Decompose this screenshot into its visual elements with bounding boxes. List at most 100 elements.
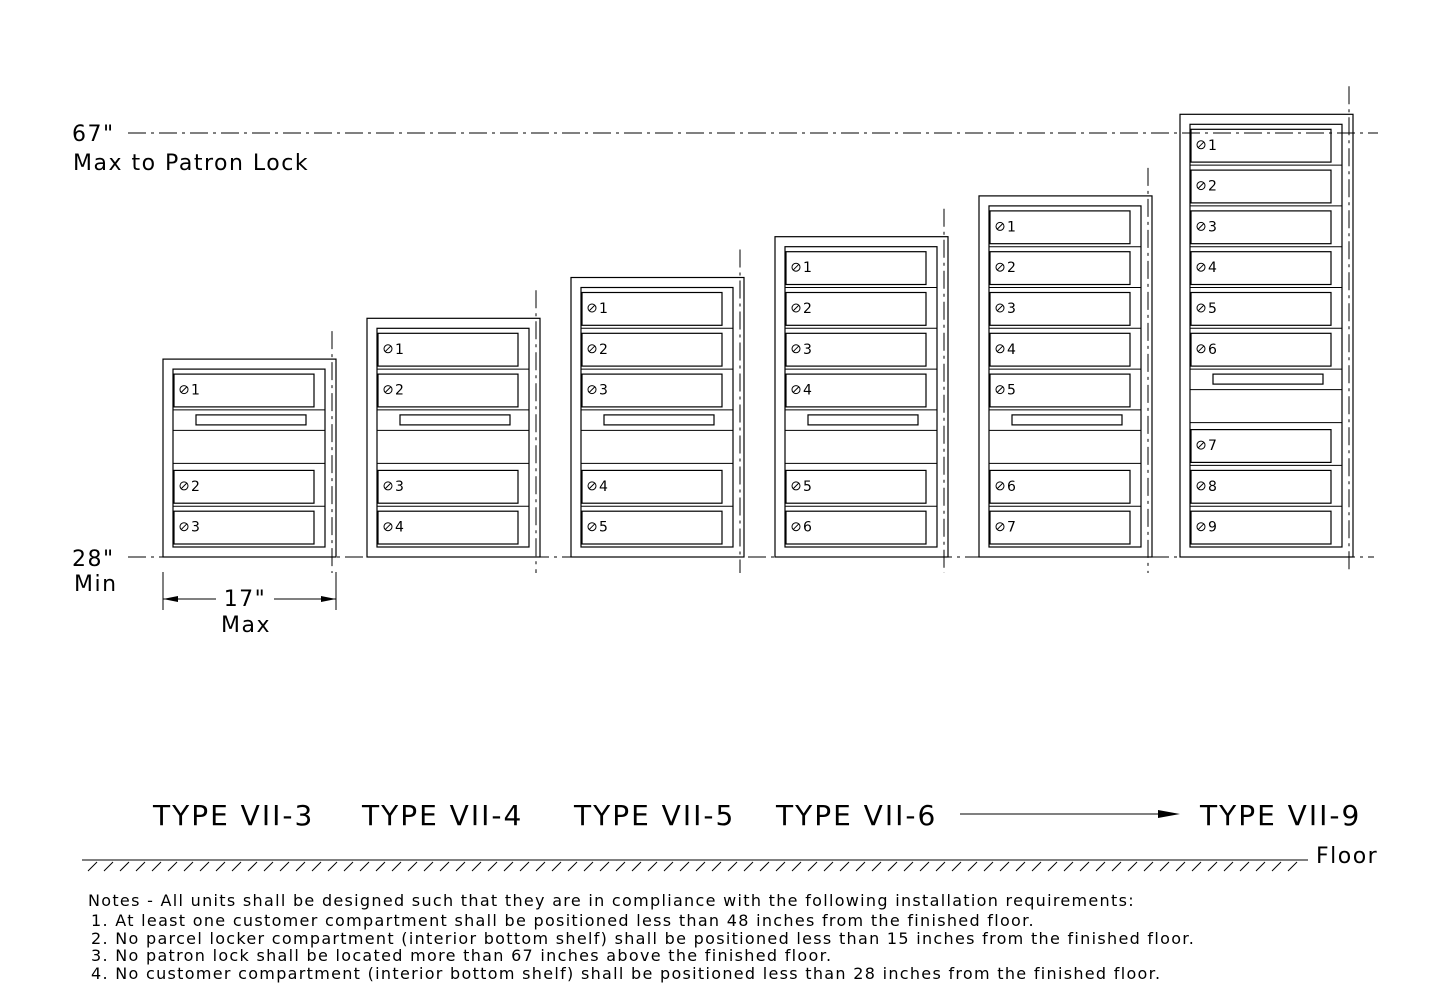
- unit-3-top-1-label: 1: [599, 301, 608, 317]
- unit-frame: [162, 358, 337, 558]
- unit-6-bottom-2-door: [1190, 469, 1332, 504]
- unit-4-bottom-2-label: 6: [803, 520, 812, 536]
- unit-3-bottom-1-lock-icon: [587, 481, 597, 491]
- unit-frame: [570, 276, 745, 558]
- unit-5-top-3-lock-icon: [995, 303, 1005, 313]
- unit-4-bottom-1-door: [785, 469, 927, 504]
- unit-4-top-1-lock-icon: [791, 262, 801, 272]
- unit-2-bottom-1-door: [377, 469, 519, 504]
- unit-4-bottom-2-door: [785, 510, 927, 545]
- unit-6-top-4-label: 4: [1208, 260, 1217, 276]
- max-level-label: Max to Patron Lock: [73, 151, 309, 176]
- unit-3-top-2-label: 2: [599, 342, 608, 358]
- unit-6-top-4-lock-icon: [1196, 262, 1206, 272]
- unit-5-top-1-door: [989, 210, 1131, 245]
- unit-4-top-4-label: 4: [803, 383, 812, 399]
- unit-6-top-5-door: [1190, 291, 1332, 326]
- unit-5-top-3-door: [989, 291, 1131, 326]
- type-label-vii-4: TYPE VII-4: [361, 799, 523, 832]
- unit-3-top-1-lock-icon: [587, 303, 597, 313]
- width-dimension: [162, 572, 337, 610]
- unit-1-top-1-door: [173, 373, 315, 408]
- unit-6-top-3-door: [1190, 210, 1332, 245]
- unit-4-bottom-1-label: 5: [803, 479, 812, 495]
- unit-6-top-4-door: [1190, 251, 1332, 286]
- unit-2-top-1-lock-icon: [383, 344, 393, 354]
- note-2: 2. No parcel locker compartment (interio…: [91, 929, 1195, 948]
- unit-6-top-6-door: [1190, 332, 1332, 367]
- mail-slot: [399, 414, 511, 426]
- unit-6-bottom-3-lock-icon: [1196, 522, 1206, 532]
- unit-4-top-2-door: [785, 291, 927, 326]
- unit-1-top-1-lock-icon: [179, 385, 189, 395]
- unit-5-top-2-label: 2: [1007, 260, 1016, 276]
- type-label-vii-6: TYPE VII-6: [775, 799, 937, 832]
- floor-hatch: [87, 861, 1298, 872]
- unit-5-top-2-lock-icon: [995, 262, 1005, 272]
- unit-3-bottom-1-label: 4: [599, 479, 608, 495]
- unit-6-bottom-1-label: 7: [1208, 438, 1217, 454]
- unit-5-bottom-2-label: 7: [1007, 520, 1016, 536]
- unit-1-bottom-2-label: 3: [191, 520, 200, 536]
- notes-header: Notes - All units shall be designed such…: [88, 891, 1135, 910]
- unit-2-top-1-door: [377, 332, 519, 367]
- unit-5-top-2-door: [989, 251, 1131, 286]
- unit-4-top-1-label: 1: [803, 260, 812, 276]
- unit-6-bottom-3-label: 9: [1208, 520, 1217, 536]
- unit-3-top-2-lock-icon: [587, 344, 597, 354]
- unit-6-top-3-label: 3: [1208, 219, 1217, 235]
- unit-5-top-4-lock-icon: [995, 344, 1005, 354]
- unit-6-top-5-lock-icon: [1196, 303, 1206, 313]
- note-1: 1. At least one customer compartment sha…: [91, 911, 1035, 930]
- unit-4-top-3-label: 3: [803, 342, 812, 358]
- unit-6-top-1-door: [1190, 128, 1332, 163]
- unit-6-top-2-label: 2: [1208, 179, 1217, 195]
- unit-4-top-4-door: [785, 373, 927, 408]
- unit-4-top-3-door: [785, 332, 927, 367]
- mail-slot: [1011, 414, 1123, 426]
- width-dimension-value: 17": [224, 587, 267, 612]
- unit-frame: [1179, 113, 1354, 558]
- unit-6-bottom-1-lock-icon: [1196, 440, 1206, 450]
- unit-5-top-4-label: 4: [1007, 342, 1016, 358]
- unit-2-bottom-2-label: 4: [395, 520, 404, 536]
- unit-3-top-3-label: 3: [599, 383, 608, 399]
- min-level-value: 28": [72, 547, 115, 572]
- unit-1-bottom-1-lock-icon: [179, 481, 189, 491]
- unit-1-bottom-2-lock-icon: [179, 522, 189, 532]
- unit-2-bottom-2-door: [377, 510, 519, 545]
- unit-5-top-5-door: [989, 373, 1131, 408]
- unit-frame: [366, 317, 541, 558]
- mail-slot: [1212, 373, 1324, 385]
- unit-6-top-6-lock-icon: [1196, 344, 1206, 354]
- unit-6-top-3-lock-icon: [1196, 221, 1206, 231]
- unit-5-top-5-label: 5: [1007, 383, 1016, 399]
- unit-2-top-2-door: [377, 373, 519, 408]
- max-level-value: 67": [72, 122, 115, 147]
- floor-label: Floor: [1316, 844, 1378, 869]
- unit-5-top-1-lock-icon: [995, 221, 1005, 231]
- unit-1-bottom-1-door: [173, 469, 315, 504]
- unit-2-bottom-1-label: 3: [395, 479, 404, 495]
- unit-5-bottom-2-lock-icon: [995, 522, 1005, 532]
- unit-4-top-2-label: 2: [803, 301, 812, 317]
- unit-3-top-2-door: [581, 332, 723, 367]
- unit-2-bottom-2-lock-icon: [383, 522, 393, 532]
- unit-6-bottom-3-door: [1190, 510, 1332, 545]
- unit-4-bottom-1-lock-icon: [791, 481, 801, 491]
- unit-3-top-3-lock-icon: [587, 385, 597, 395]
- unit-5-top-4-door: [989, 332, 1131, 367]
- unit-1-bottom-1-label: 2: [191, 479, 200, 495]
- unit-3-bottom-1-door: [581, 469, 723, 504]
- unit-5-top-3-label: 3: [1007, 301, 1016, 317]
- unit-3-bottom-2-lock-icon: [587, 522, 597, 532]
- unit-5-bottom-1-lock-icon: [995, 481, 1005, 491]
- type-label-vii-9: TYPE VII-9: [1199, 799, 1361, 832]
- unit-1-top-1-label: 1: [191, 383, 200, 399]
- unit-6-top-2-lock-icon: [1196, 181, 1206, 191]
